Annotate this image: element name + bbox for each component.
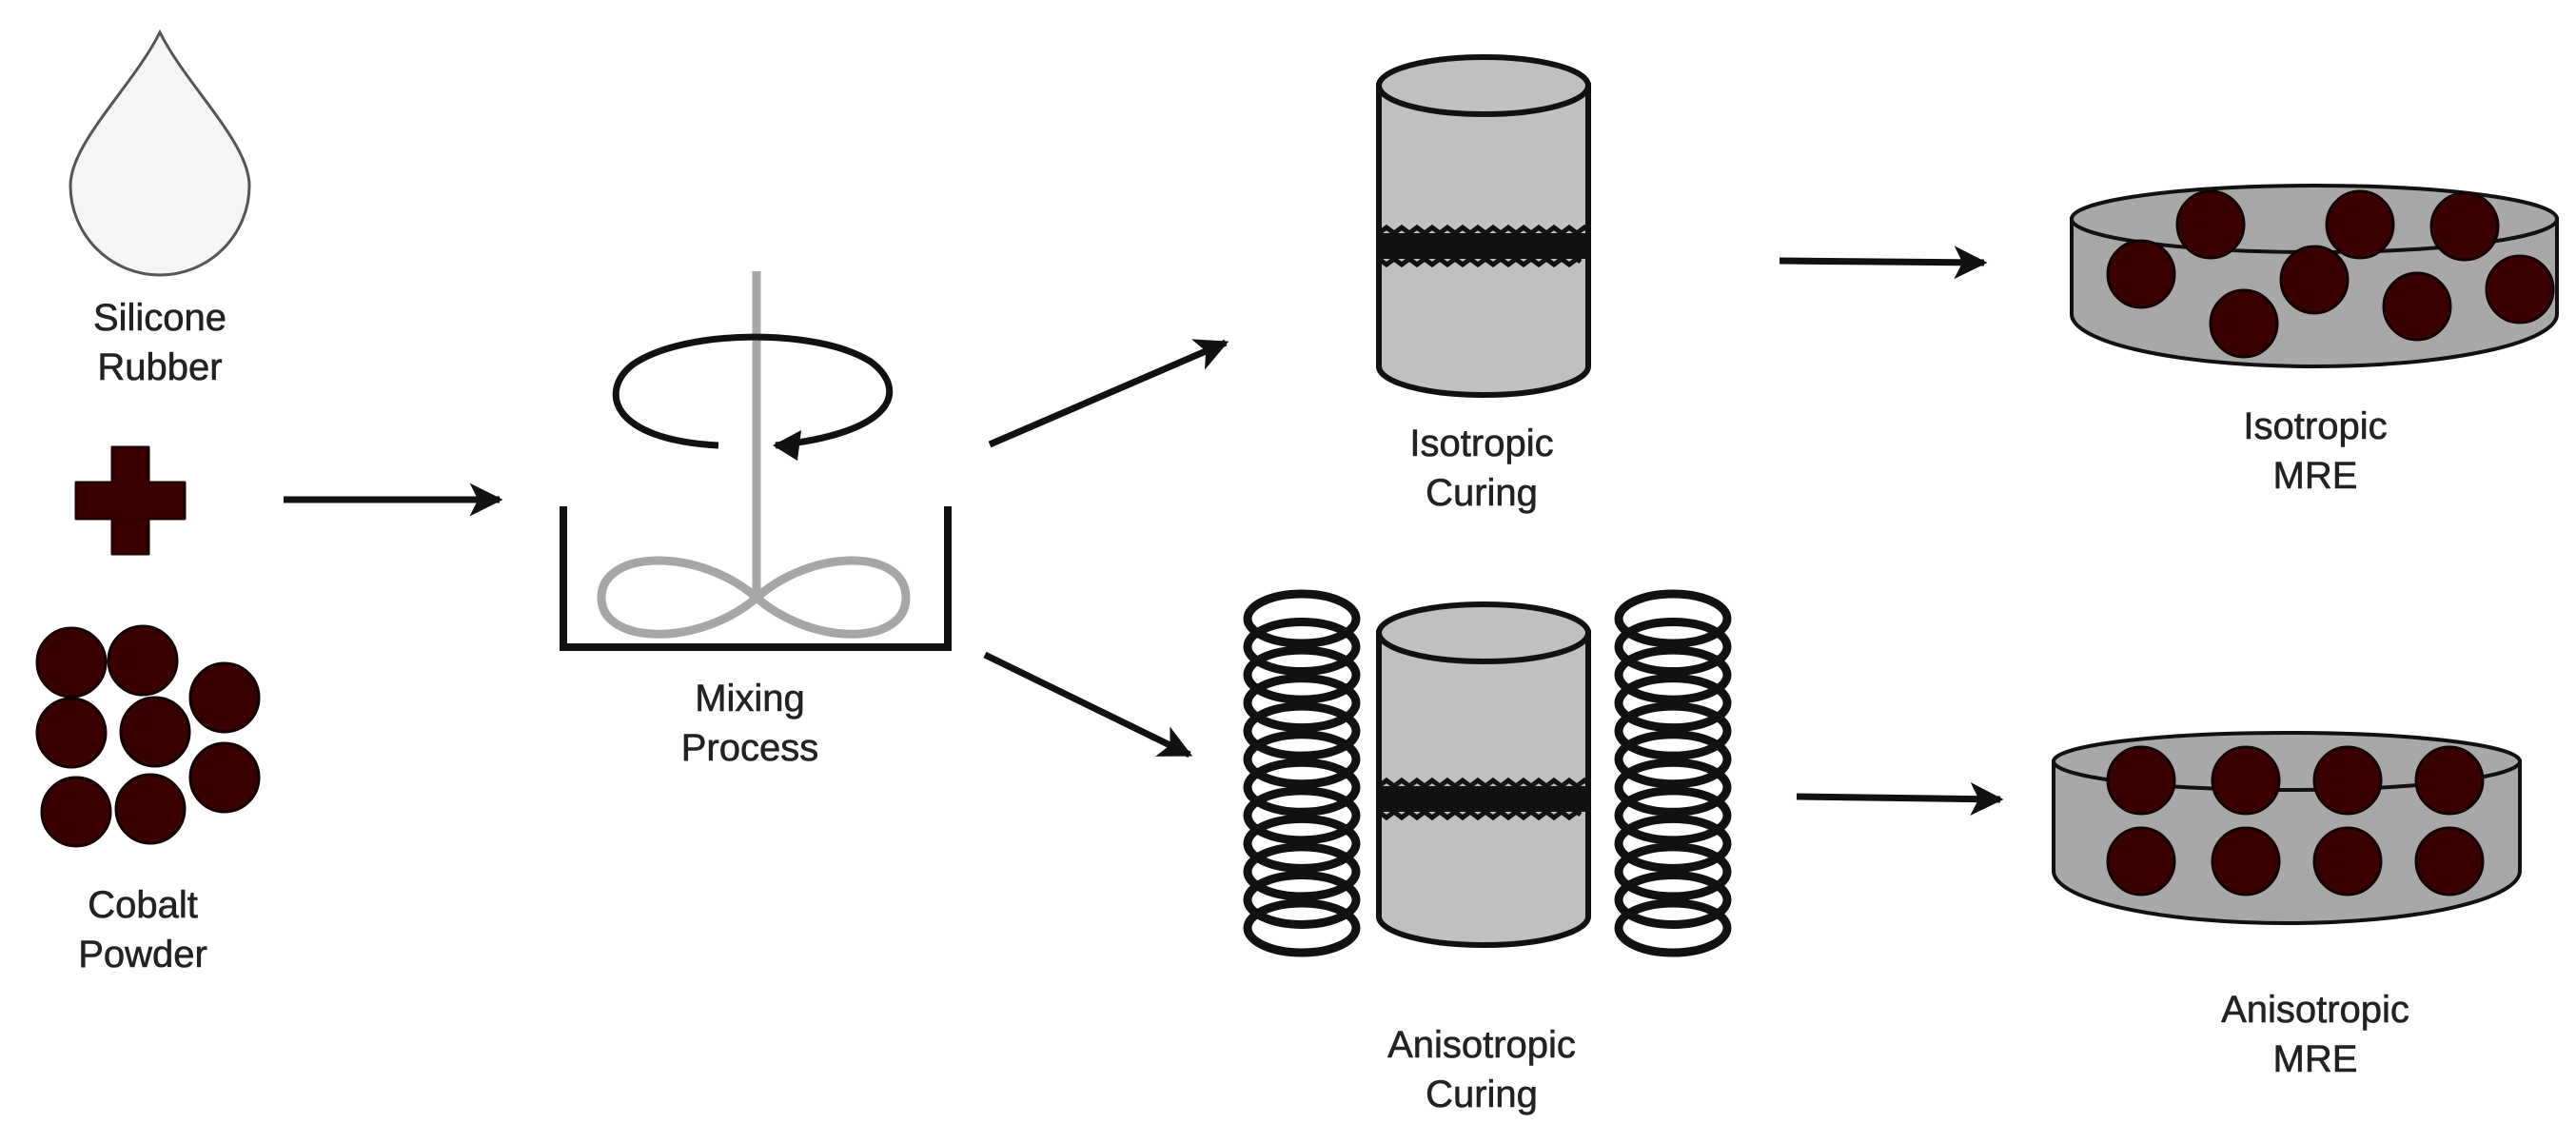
label-line: Rubber <box>97 346 223 389</box>
coil-turn <box>1614 898 1732 957</box>
coil-turn <box>1243 758 1361 817</box>
label-line: Isotropic <box>1409 423 1554 465</box>
coil-turn <box>1614 842 1732 901</box>
coil-turn <box>1243 870 1361 929</box>
mre-dish-icon <box>2052 731 2522 925</box>
coil-turn <box>1614 674 1732 733</box>
mre-particle <box>2106 745 2176 816</box>
coil-turn <box>1614 870 1732 929</box>
label-line: Anisotropic <box>1387 1024 1576 1067</box>
coil-turn <box>1243 730 1361 789</box>
curing-mold-icon <box>1376 601 1591 948</box>
coil-turn <box>1243 674 1361 733</box>
particle-cluster-icon <box>35 624 261 848</box>
mre-particle <box>2414 826 2485 897</box>
label-anisotropic-curing: Anisotropic Curing <box>1387 1020 1576 1119</box>
label-line: Anisotropic <box>2221 989 2409 1032</box>
rotation-arrow-icon <box>612 333 894 449</box>
mre-particle <box>2414 745 2485 816</box>
mixing-beaker-icon <box>560 271 952 651</box>
arrow-to-isotropic-curing <box>988 339 1229 448</box>
coil-turn <box>1614 589 1732 648</box>
coil-turn <box>1614 758 1732 817</box>
coil-icon <box>1614 589 1732 957</box>
coil-turn <box>1243 645 1361 704</box>
label-line: Silicone <box>92 297 227 340</box>
plus-icon <box>74 445 187 556</box>
cobalt-particle <box>114 773 187 845</box>
label-line: Powder <box>78 934 207 976</box>
label-isotropic-mre: Isotropic MRE <box>2243 402 2388 501</box>
label-line: Cobalt <box>88 884 198 927</box>
cobalt-particle <box>35 626 108 699</box>
mre-particle <box>2312 745 2383 816</box>
mre-particle <box>2325 189 2395 260</box>
coil-turn <box>1243 842 1361 901</box>
coil-turn <box>1614 701 1732 760</box>
curing-mold-icon <box>1376 54 1591 398</box>
label-line: MRE <box>2272 455 2358 498</box>
coil-turn <box>1614 786 1732 845</box>
mold-seam <box>1379 233 1588 259</box>
mold-seam <box>1379 786 1588 812</box>
label-line: Isotropic <box>2243 405 2388 448</box>
mre-particle <box>2106 239 2176 309</box>
mre-particle <box>2175 189 2246 260</box>
cobalt-particle <box>35 697 108 769</box>
mre-particle <box>2209 288 2279 359</box>
coil-turn <box>1614 730 1732 789</box>
label-mixing-process: Mixing Process <box>680 674 819 773</box>
coil-turn <box>1243 898 1361 957</box>
cobalt-particle <box>188 741 261 814</box>
coil-turn <box>1243 618 1361 677</box>
label-isotropic-curing: Isotropic Curing <box>1409 419 1554 518</box>
process-arrows <box>284 246 2004 817</box>
mre-particle <box>2211 826 2281 897</box>
label-anisotropic-mre: Anisotropic MRE <box>2221 985 2409 1084</box>
cobalt-particle <box>107 624 179 697</box>
coil-turn <box>1614 814 1732 873</box>
label-line: Process <box>680 727 819 770</box>
label-line: Curing <box>1426 1074 1538 1116</box>
label-line: Curing <box>1426 472 1538 515</box>
mre-particle <box>2429 191 2500 262</box>
mre-particle <box>2485 254 2555 325</box>
droplet-icon <box>69 29 251 277</box>
arrow-to-isotropic-mre <box>1779 246 1988 280</box>
coil-turn <box>1243 814 1361 873</box>
arrow-to-anisotropic-curing <box>983 651 1193 759</box>
label-line: Mixing <box>695 678 805 720</box>
coil-turn <box>1243 701 1361 760</box>
mre-particle <box>2106 826 2176 897</box>
mre-particle <box>2382 271 2452 342</box>
arrow-to-anisotropic-mre <box>1796 782 2004 817</box>
coil-turn <box>1243 589 1361 648</box>
coil-turn <box>1614 618 1732 677</box>
mre-dish-icon <box>2070 184 2559 368</box>
coil-icon <box>1243 589 1361 957</box>
mre-particle <box>2279 245 2350 315</box>
label-line: MRE <box>2272 1038 2358 1081</box>
label-silicone-rubber: Silicone Rubber <box>92 293 227 392</box>
cobalt-particle <box>119 696 191 768</box>
mre-particle <box>2312 826 2383 897</box>
coil-turn <box>1614 645 1732 704</box>
coil-turn <box>1243 786 1361 845</box>
cobalt-particle <box>188 661 261 734</box>
label-cobalt-powder: Cobalt Powder <box>78 880 207 979</box>
cobalt-particle <box>40 776 112 848</box>
mre-particle <box>2211 745 2281 816</box>
